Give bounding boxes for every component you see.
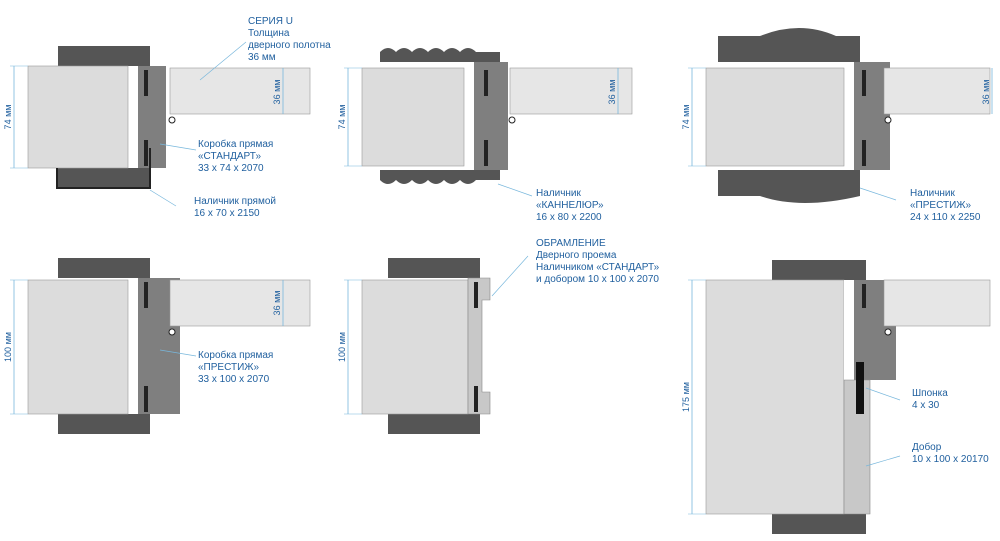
frame-rebate xyxy=(844,280,854,380)
casing-right-profile xyxy=(388,414,480,434)
seal-strip xyxy=(474,386,478,412)
frame-rebate xyxy=(464,62,474,170)
casing-left-profile xyxy=(58,258,150,278)
wall-section xyxy=(361,279,469,415)
leader-line xyxy=(199,41,247,81)
leader-line xyxy=(497,183,533,197)
hinge-icon xyxy=(884,328,892,336)
hinge-icon xyxy=(508,116,516,124)
hinge-icon xyxy=(168,328,176,336)
label-korobka-prestizh: Коробка прямая «ПРЕСТИЖ» 33 х 100 х 2070 xyxy=(198,349,276,385)
seal-strip xyxy=(862,70,866,96)
diagram-prestizh-casing: 74 мм 36 мм Наличник «ПРЕСТИЖ» 24 х 110 … xyxy=(681,28,993,223)
door-leaf xyxy=(883,67,991,115)
casing-kanneliur-bottom xyxy=(380,170,500,184)
dim-36mm: 36 мм xyxy=(272,291,282,316)
dim-100mm: 100 мм xyxy=(3,332,13,362)
dim-36mm: 36 мм xyxy=(607,80,617,105)
leader-line xyxy=(159,143,197,151)
dim-36mm: 36 мм xyxy=(272,80,282,105)
dobor-strip xyxy=(467,277,491,415)
hinge-icon xyxy=(168,116,176,124)
wall-section xyxy=(27,279,129,415)
door-leaf xyxy=(169,279,311,327)
dim-175mm: 175 мм xyxy=(681,382,691,412)
seal-strip xyxy=(144,386,148,412)
door-leaf xyxy=(509,67,633,115)
diagram-175mm-dobor: 175 мм Шпонка 4 х 30 Добор 10 х 100 х 20… xyxy=(681,260,991,534)
leader-line xyxy=(159,349,197,357)
diagram-kanneliur-casing: 74 мм 36 мм Наличник «КАННЕЛЮР» 16 х 80 … xyxy=(337,48,633,223)
wall-section xyxy=(705,279,845,515)
label-shponka: Шпонка 4 х 30 xyxy=(912,388,951,411)
casing-left-profile xyxy=(772,260,866,280)
wall-section xyxy=(361,67,465,167)
door-leaf xyxy=(169,67,311,115)
label-nalichnik-pryamoy: Наличник прямой 16 х 70 х 2150 xyxy=(194,196,279,219)
frame-rebate xyxy=(844,62,854,170)
label-nalichnik-prestizh: Наличник «ПРЕСТИЖ» 24 х 110 х 2250 xyxy=(910,188,981,223)
dim-36mm: 36 мм xyxy=(981,80,991,105)
casing-prestizh-bottom xyxy=(718,170,860,203)
diagram-obramlenie: 100 мм ОБРАМЛЕНИЕ Дверного проема Наличн… xyxy=(337,238,662,434)
leader-line xyxy=(865,455,901,467)
casing-left-profile xyxy=(388,258,480,278)
seal-strip xyxy=(862,284,866,308)
dim-100mm: 100 мм xyxy=(337,332,347,362)
seal-strip xyxy=(474,282,478,308)
leader-line xyxy=(859,187,897,201)
seal-strip xyxy=(144,140,148,166)
dim-74mm: 74 мм xyxy=(681,105,691,130)
label-dobor: Добор 10 х 100 х 20170 xyxy=(912,441,989,465)
frame-rebate xyxy=(128,278,138,414)
seal-strip xyxy=(144,282,148,308)
leader-line xyxy=(491,255,529,297)
leader-line xyxy=(149,189,177,207)
seal-strip xyxy=(144,70,148,96)
dim-74mm: 74 мм xyxy=(3,105,13,130)
door-leaf xyxy=(883,279,991,327)
diagram-standard-frame: 74 мм 36 мм СЕРИЯ U Толщина дверного пол… xyxy=(3,16,334,219)
casing-right-profile xyxy=(58,168,150,188)
diagram-prestizh-frame: 100 мм 36 мм Коробка прямая «ПРЕСТИЖ» 33… xyxy=(3,258,311,434)
wall-section xyxy=(705,67,845,167)
dim-74mm: 74 мм xyxy=(337,105,347,130)
seal-strip xyxy=(484,140,488,166)
seal-strip xyxy=(862,140,866,166)
hinge-icon xyxy=(884,116,892,124)
label-korobka-standart: Коробка прямая «СТАНДАРТ» 33 х 74 х 2070 xyxy=(198,138,276,174)
label-obramlenie: ОБРАМЛЕНИЕ Дверного проема Наличником «С… xyxy=(536,238,662,285)
frame-rebate xyxy=(128,66,138,168)
label-series-u: СЕРИЯ U Толщина дверного полотна 36 мм xyxy=(248,16,334,63)
label-nalichnik-kanneliur: Наличник «КАННЕЛЮР» 16 х 80 х 2200 xyxy=(536,188,606,223)
seal-strip xyxy=(484,70,488,96)
leader-line xyxy=(865,387,901,401)
casing-prestizh-top xyxy=(718,28,860,62)
casing-left-profile xyxy=(58,46,150,66)
casing-right-profile xyxy=(772,514,866,534)
shponka xyxy=(856,362,864,414)
casing-right-profile xyxy=(58,414,150,434)
casing-outline xyxy=(56,148,151,189)
casing-kanneliur-top xyxy=(380,48,500,62)
wall-section xyxy=(27,65,129,169)
